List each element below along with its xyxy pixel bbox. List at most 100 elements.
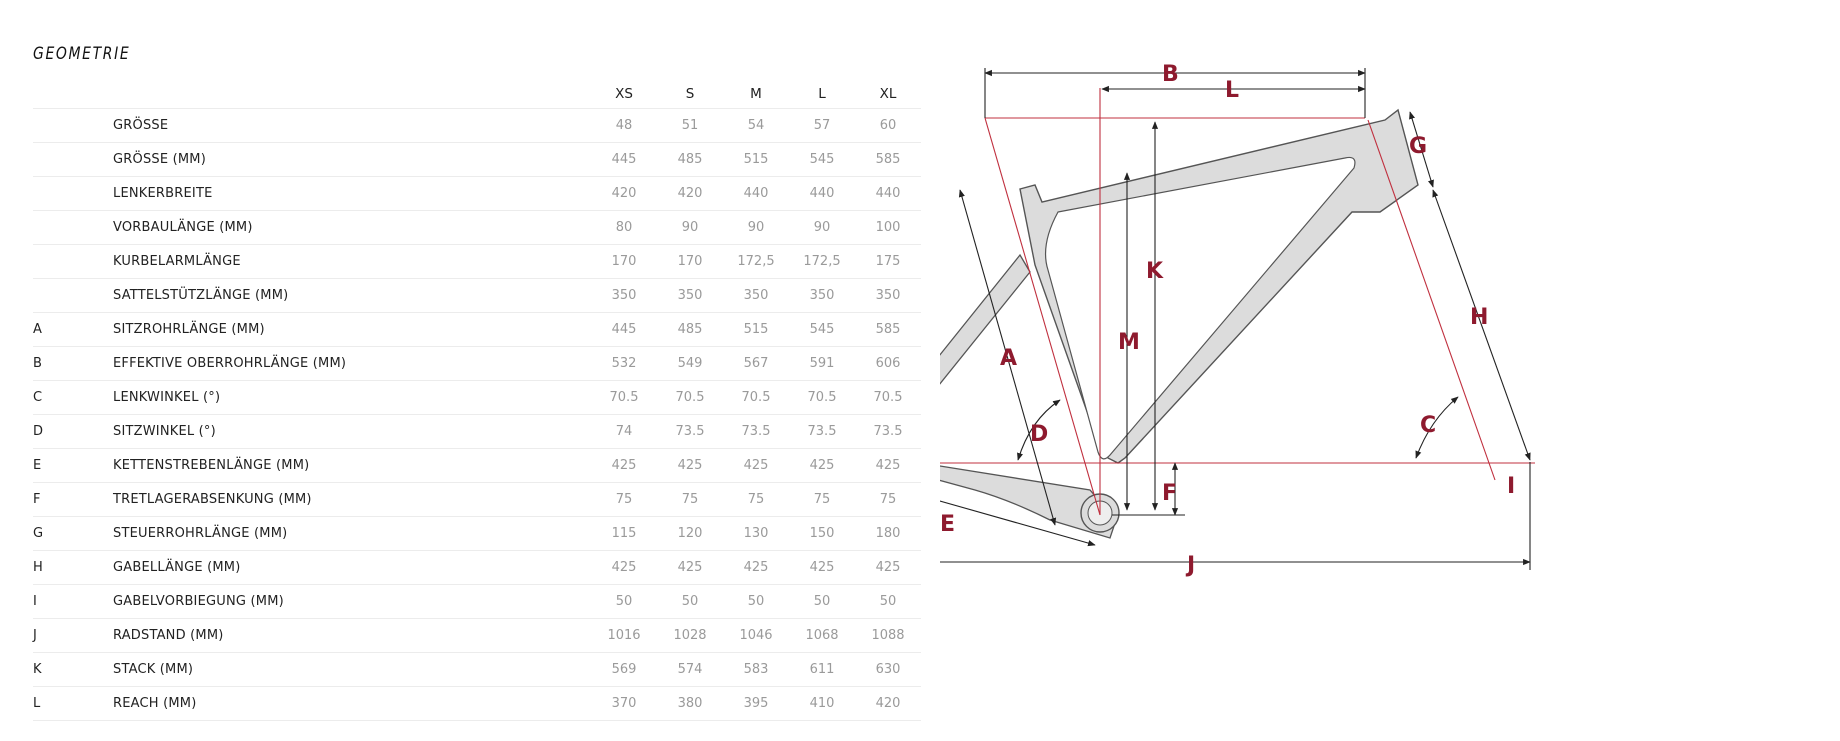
size-header: XL [855, 79, 921, 109]
size-header: S [657, 79, 723, 109]
row-value: 90 [723, 210, 789, 245]
row-value: 1016 [591, 618, 657, 653]
row-value: 485 [657, 312, 723, 347]
row-value: 440 [789, 176, 855, 211]
row-value: 440 [855, 176, 921, 211]
row-label: GRÖSSE [113, 108, 591, 143]
row-value: 485 [657, 142, 723, 177]
row-value: 73.5 [657, 414, 723, 449]
row-value: 425 [591, 448, 657, 483]
row-value: 90 [789, 210, 855, 245]
row-value: 425 [789, 550, 855, 585]
row-letter [33, 244, 113, 279]
row-value: 420 [591, 176, 657, 211]
row-letter: G [33, 516, 113, 551]
row-value: 50 [855, 584, 921, 619]
row-value: 48 [591, 108, 657, 143]
row-letter: E [33, 448, 113, 483]
row-value: 175 [855, 244, 921, 279]
row-value: 420 [657, 176, 723, 211]
row-value: 150 [789, 516, 855, 551]
row-value: 172,5 [789, 244, 855, 279]
row-value: 50 [723, 584, 789, 619]
header-empty-letter [33, 79, 113, 109]
page-title: GEOMETRIE [33, 44, 131, 64]
row-letter [33, 108, 113, 143]
row-value: 425 [855, 550, 921, 585]
size-header: L [789, 79, 855, 109]
row-value: 350 [591, 278, 657, 313]
row-value: 73.5 [855, 414, 921, 449]
row-value: 75 [789, 482, 855, 517]
row-letter: J [33, 618, 113, 653]
row-value: 425 [789, 448, 855, 483]
row-value: 545 [789, 312, 855, 347]
row-value: 574 [657, 652, 723, 687]
row-value: 75 [591, 482, 657, 517]
row-letter [33, 278, 113, 313]
diagram-label-h: H [1470, 305, 1488, 330]
row-label: SATTELSTÜTZLÄNGE (MM) [113, 278, 591, 313]
diagram-label-j: J [1185, 553, 1195, 578]
row-value: 1068 [789, 618, 855, 653]
row-value: 549 [657, 346, 723, 381]
diagram-label-d: D [1030, 422, 1048, 447]
row-value: 57 [789, 108, 855, 143]
row-value: 445 [591, 312, 657, 347]
row-value: 115 [591, 516, 657, 551]
row-value: 180 [855, 516, 921, 551]
row-value: 425 [591, 550, 657, 585]
row-letter: L [33, 686, 113, 721]
row-value: 425 [723, 550, 789, 585]
row-value: 545 [789, 142, 855, 177]
row-label: STEUERROHRLÄNGE (MM) [113, 516, 591, 551]
row-value: 515 [723, 142, 789, 177]
row-letter: K [33, 652, 113, 687]
row-letter [33, 210, 113, 245]
frame-geometry-diagram: B L G K M H A C D F I E J [940, 62, 1535, 578]
row-value: 425 [657, 550, 723, 585]
row-value: 74 [591, 414, 657, 449]
row-letter: F [33, 482, 113, 517]
row-label: GABELLÄNGE (MM) [113, 550, 591, 585]
row-letter: I [33, 584, 113, 619]
row-value: 515 [723, 312, 789, 347]
row-value: 583 [723, 652, 789, 687]
row-letter [33, 142, 113, 177]
row-label: SITZROHRLÄNGE (MM) [113, 312, 591, 347]
row-value: 170 [591, 244, 657, 279]
diagram-label-a: A [1000, 346, 1017, 371]
row-letter [33, 176, 113, 211]
diagram-label-m: M [1118, 330, 1140, 355]
row-value: 569 [591, 652, 657, 687]
row-value: 532 [591, 346, 657, 381]
row-value: 395 [723, 686, 789, 721]
row-value: 420 [855, 686, 921, 721]
row-value: 585 [855, 312, 921, 347]
row-value: 75 [855, 482, 921, 517]
row-label: TRETLAGERABSENKUNG (MM) [113, 482, 591, 517]
diagram-label-f: F [1162, 481, 1177, 506]
row-value: 1046 [723, 618, 789, 653]
diagram-label-l: L [1225, 78, 1239, 103]
row-value: 425 [723, 448, 789, 483]
row-value: 1088 [855, 618, 921, 653]
row-value: 350 [723, 278, 789, 313]
row-value: 370 [591, 686, 657, 721]
row-value: 445 [591, 142, 657, 177]
row-value: 70.5 [855, 380, 921, 415]
row-value: 585 [855, 142, 921, 177]
